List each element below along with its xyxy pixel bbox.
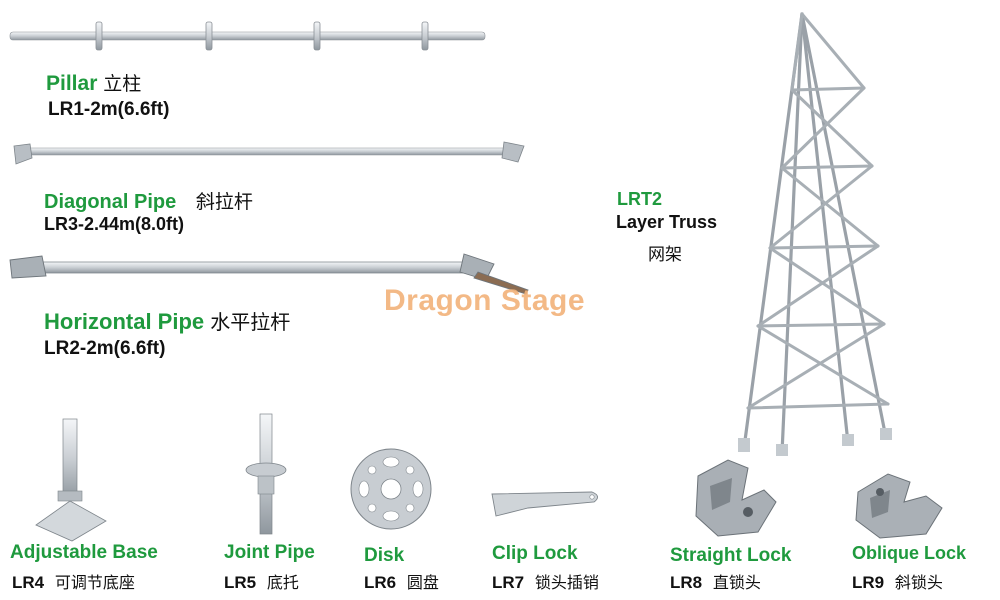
oblique-lock-image xyxy=(855,473,943,539)
horizontal-pipe-title: Horizontal Pipe xyxy=(44,309,205,334)
straight-lock-code: LR8 xyxy=(670,573,703,592)
disk-cn: 圆盘 xyxy=(406,573,439,592)
oblique-lock-code: LR9 xyxy=(852,573,885,592)
adjustable-base-image xyxy=(35,418,107,542)
clip-lock-title: Clip Lock xyxy=(492,543,578,564)
clip-lock-code: LR7 xyxy=(492,573,525,592)
diagonal-pipe-code: LR3-2.44m(8.0ft) xyxy=(44,214,185,234)
truss-tower-image xyxy=(738,12,892,456)
joint-pipe-image xyxy=(245,413,287,535)
joint-pipe-code: LR5 xyxy=(224,573,257,592)
adjustable-base-code: LR4 xyxy=(12,573,45,592)
pillar-title: Pillar xyxy=(46,72,98,95)
disk-image xyxy=(350,448,432,530)
diagonal-pipe-image xyxy=(13,141,525,165)
clip-lock-cn: 锁头插销 xyxy=(534,573,599,592)
joint-pipe-cn: 底托 xyxy=(266,573,299,592)
clip-lock-image xyxy=(491,491,598,517)
horizontal-pipe-image xyxy=(9,253,529,295)
horizontal-pipe-cn: 水平拉杆 xyxy=(210,310,291,334)
straight-lock-title: Straight Lock xyxy=(670,545,792,566)
oblique-lock-cn: 斜锁头 xyxy=(894,573,943,592)
joint-pipe-title: Joint Pipe xyxy=(224,542,315,563)
oblique-lock-title: Oblique Lock xyxy=(852,543,967,563)
disk-title: Disk xyxy=(364,545,405,566)
truss-cn: 网架 xyxy=(648,245,682,265)
straight-lock-cn: 直锁头 xyxy=(712,573,761,592)
truss-code: LRT2 xyxy=(617,189,662,209)
pillar-code: LR1-2m(6.6ft) xyxy=(48,99,170,120)
pillar-cn: 立柱 xyxy=(103,73,142,95)
disk-code: LR6 xyxy=(364,573,397,592)
adjustable-base-cn: 可调节底座 xyxy=(54,573,135,592)
truss-title: Layer Truss xyxy=(616,212,718,232)
diagonal-pipe-cn: 斜拉杆 xyxy=(195,191,253,213)
watermark: Dragon Stage xyxy=(384,284,586,317)
diagonal-pipe-title: Diagonal Pipe xyxy=(44,191,177,213)
straight-lock-image xyxy=(695,459,777,537)
horizontal-pipe-code: LR2-2m(6.6ft) xyxy=(44,338,166,359)
pillar-image xyxy=(9,21,486,51)
adjustable-base-title: Adjustable Base xyxy=(10,542,158,563)
